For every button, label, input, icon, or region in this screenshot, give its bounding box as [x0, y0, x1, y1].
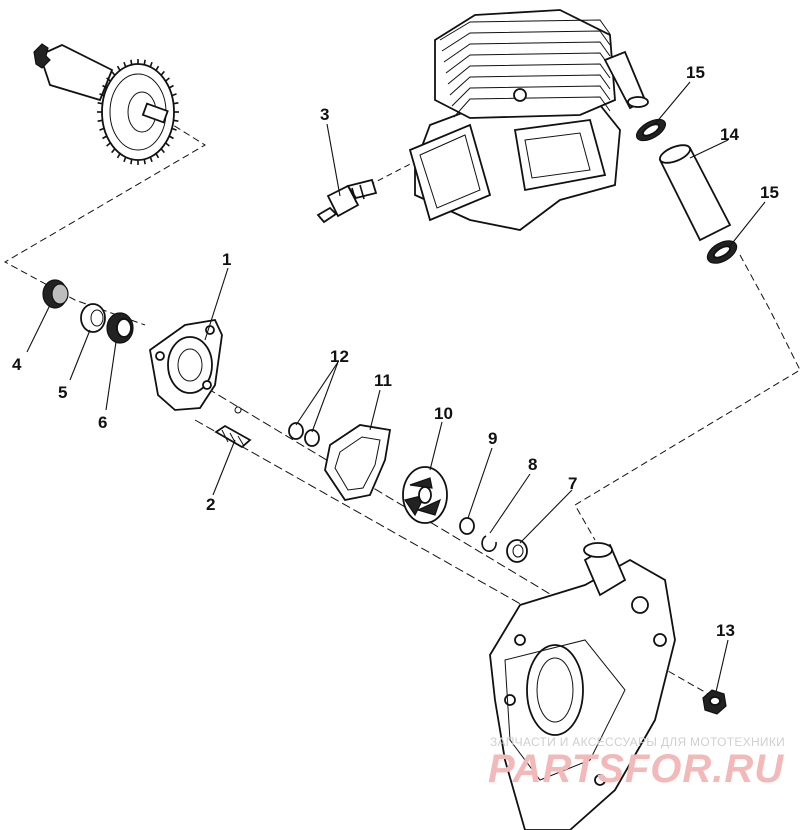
watermark: ЗАПЧАСТИ И АКСЕССУАРЫ ДЛЯ МОТОТЕХНИКИ PA…	[488, 735, 785, 791]
watermark-tagline: ЗАПЧАСТИ И АКСЕССУАРЫ ДЛЯ МОТОТЕХНИКИ	[490, 735, 785, 749]
crankcase-cover	[489, 542, 676, 830]
gear-tooth	[165, 142, 170, 147]
gear-tooth	[97, 102, 103, 105]
callout-9: 9	[488, 429, 497, 448]
gear-tooth	[171, 127, 177, 131]
gear-tooth	[99, 93, 105, 97]
gear-tooth	[155, 65, 160, 71]
gear-tooth	[106, 77, 111, 82]
gear-tooth	[173, 102, 179, 105]
gear-tooth	[155, 153, 160, 159]
gear-tooth	[168, 135, 174, 140]
gear-tooth	[116, 65, 121, 71]
pump-cover-gasket	[324, 424, 392, 502]
callout-5: 5	[58, 383, 67, 402]
cylinder-fin	[441, 30, 611, 52]
cylinder-fin	[451, 85, 611, 107]
gear-tooth	[99, 127, 105, 131]
callout-10: 10	[434, 404, 453, 423]
callout-15-top: 15	[686, 63, 705, 82]
callout-13: 13	[716, 621, 735, 640]
gear-tooth	[106, 142, 111, 147]
cylinder-head	[408, 9, 649, 231]
gear-tooth	[123, 156, 127, 163]
gear-tooth	[111, 148, 116, 154]
callout-4: 4	[12, 355, 22, 374]
gear-tooth	[102, 84, 108, 89]
gear-tooth	[102, 135, 108, 140]
callout-14: 14	[720, 125, 739, 144]
gear-tooth	[116, 153, 121, 159]
hose-assembly	[635, 118, 738, 264]
bearings-and-seal	[42, 279, 134, 344]
cylinder-fin	[443, 41, 611, 63]
cylinder-fin	[449, 74, 611, 96]
gear-tooth	[160, 148, 165, 154]
stud-bolt	[214, 424, 252, 449]
callout-1: 1	[222, 250, 231, 269]
cylinder-fin	[439, 19, 611, 41]
cylinder-fin	[447, 63, 611, 85]
gear-tooth	[111, 70, 116, 76]
washer-clip-nut	[459, 517, 528, 563]
watermark-brand: PARTSFOR.RU	[488, 747, 784, 791]
gear-tooth	[149, 61, 153, 68]
cylinder-fin	[453, 96, 611, 118]
temperature-sender	[316, 178, 378, 224]
callout-8: 8	[528, 455, 537, 474]
callout-15-bottom: 15	[760, 183, 779, 202]
gear-tooth	[171, 93, 177, 97]
gear-tooth	[123, 61, 127, 68]
callout-12: 12	[330, 347, 349, 366]
callout-7: 7	[568, 474, 577, 493]
gear-tooth	[168, 84, 174, 89]
callout-6: 6	[98, 413, 107, 432]
callout-2: 2	[206, 495, 215, 514]
gear-tooth	[130, 59, 133, 65]
gear-tooth	[130, 159, 133, 165]
drain-cap-nut	[702, 689, 727, 715]
gear-tooth	[97, 119, 103, 122]
o-rings	[288, 422, 320, 447]
callout-numbers: 1 2 3 4 5 6 7 8 9 10 11 12 13 14 15 15	[12, 63, 779, 640]
gear-tooth	[149, 156, 153, 163]
leader-lines	[26, 81, 766, 693]
gear-tooth	[143, 59, 146, 65]
impeller	[402, 466, 448, 524]
water-pump-shaft-gear	[33, 43, 179, 165]
gear-tooth	[165, 77, 170, 82]
callout-3: 3	[320, 105, 329, 124]
water-pump-housing	[149, 318, 242, 414]
gear-tooth	[173, 119, 179, 122]
gear-tooth	[160, 70, 165, 76]
callout-11: 11	[374, 371, 392, 390]
gear-tooth	[143, 159, 146, 165]
